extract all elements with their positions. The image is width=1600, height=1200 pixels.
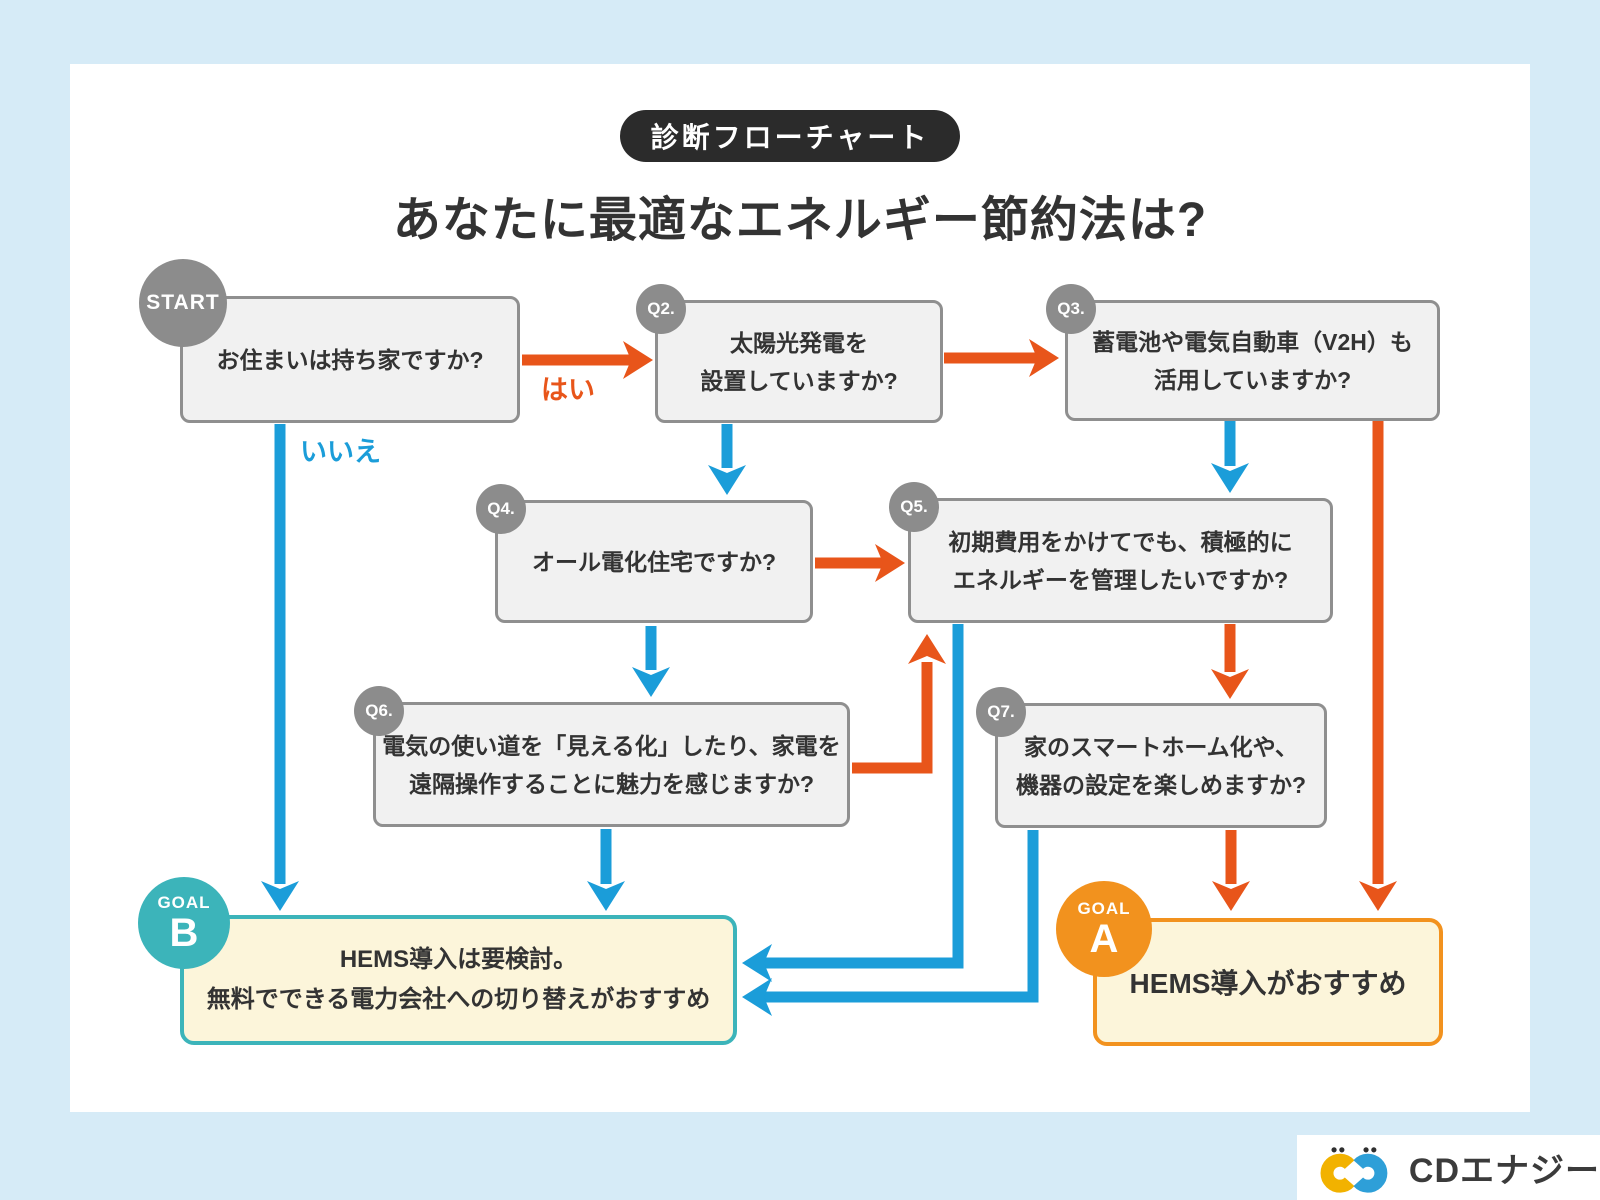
- goal-a-badge-top: GOAL: [1077, 898, 1131, 918]
- node-q4: Q4. オール電化住宅ですか?: [476, 484, 813, 623]
- node-q2-text-line1: 太陽光発電を: [730, 329, 868, 356]
- node-q7: Q7. 家のスマートホーム化や、 機器の設定を楽しめますか?: [976, 687, 1327, 828]
- cd-energy-logo-icon: [1320, 1146, 1388, 1193]
- q5-badge: Q5.: [889, 482, 939, 532]
- brand-logo-text: CDエナジー: [1408, 1152, 1600, 1190]
- node-q4-text: オール電化住宅ですか?: [531, 548, 777, 575]
- q2-badge: Q2.: [636, 284, 686, 334]
- node-q2: Q2. 太陽光発電を 設置していますか?: [636, 284, 943, 423]
- node-q7-text-line2: 機器の設定を楽しめますか?: [1015, 771, 1307, 798]
- node-q5-text-line1: 初期費用をかけてでも、積極的に: [948, 528, 1293, 555]
- node-q6: Q6. 電気の使い道を「見える化」したり、家電を 遠隔操作することに魅力を感じま…: [354, 686, 850, 827]
- node-q3-text-line2: 活用していますか?: [1153, 366, 1352, 393]
- q7-badge: Q7.: [976, 687, 1026, 737]
- goal-a-box: GOAL A HEMS導入がおすすめ: [1056, 881, 1443, 1046]
- node-q3: Q3. 蓄電池や電気自動車（V2H）も 活用していますか?: [1046, 284, 1440, 421]
- node-q6-text-line1: 電気の使い道を「見える化」したり、家電を: [382, 732, 841, 759]
- node-q7-text-line1: 家のスマートホーム化や、: [1024, 733, 1298, 760]
- brand-logo: CDエナジー: [1297, 1135, 1600, 1200]
- node-start-text: お住まいは持ち家ですか?: [216, 346, 484, 373]
- node-q6-text-line2: 遠隔操作することに魅力を感じますか?: [408, 770, 815, 797]
- node-q2-text-line2: 設置していますか?: [700, 367, 898, 394]
- goal-b-box: GOAL B HEMS導入は要検討。 無料でできる電力会社への切り替えがおすすめ: [138, 877, 737, 1045]
- start-badge: START: [139, 259, 227, 347]
- goal-b-badge-letter: B: [169, 910, 199, 955]
- q6-badge: Q6.: [354, 686, 404, 736]
- q4-badge: Q4.: [476, 484, 526, 534]
- edge-label-yes: はい: [541, 375, 595, 405]
- header-badge: 診断フローチャート: [620, 110, 960, 162]
- goal-a-badge: GOAL A: [1056, 881, 1152, 977]
- goal-a-badge-letter: A: [1089, 916, 1119, 961]
- goal-b-badge: GOAL B: [138, 877, 230, 969]
- edge-label-no: いいえ: [300, 437, 381, 467]
- node-start: START お住まいは持ち家ですか?: [139, 259, 520, 423]
- node-q5: Q5. 初期費用をかけてでも、積極的に エネルギーを管理したいですか?: [889, 482, 1333, 623]
- node-q3-text-line1: 蓄電池や電気自動車（V2H）も: [1092, 328, 1413, 355]
- page-title: あなたに最適なエネルギー節約法は?: [392, 194, 1208, 247]
- q3-badge: Q3.: [1046, 284, 1096, 334]
- goal-b-text-line2: 無料でできる電力会社への切り替えがおすすめ: [206, 986, 711, 1013]
- goal-b-text-line1: HEMS導入は要検討。: [339, 946, 578, 973]
- node-q5-text-line2: エネルギーを管理したいですか?: [952, 566, 1289, 593]
- goal-b-badge-top: GOAL: [157, 892, 211, 912]
- goal-a-text: HEMS導入がおすすめ: [1129, 968, 1407, 999]
